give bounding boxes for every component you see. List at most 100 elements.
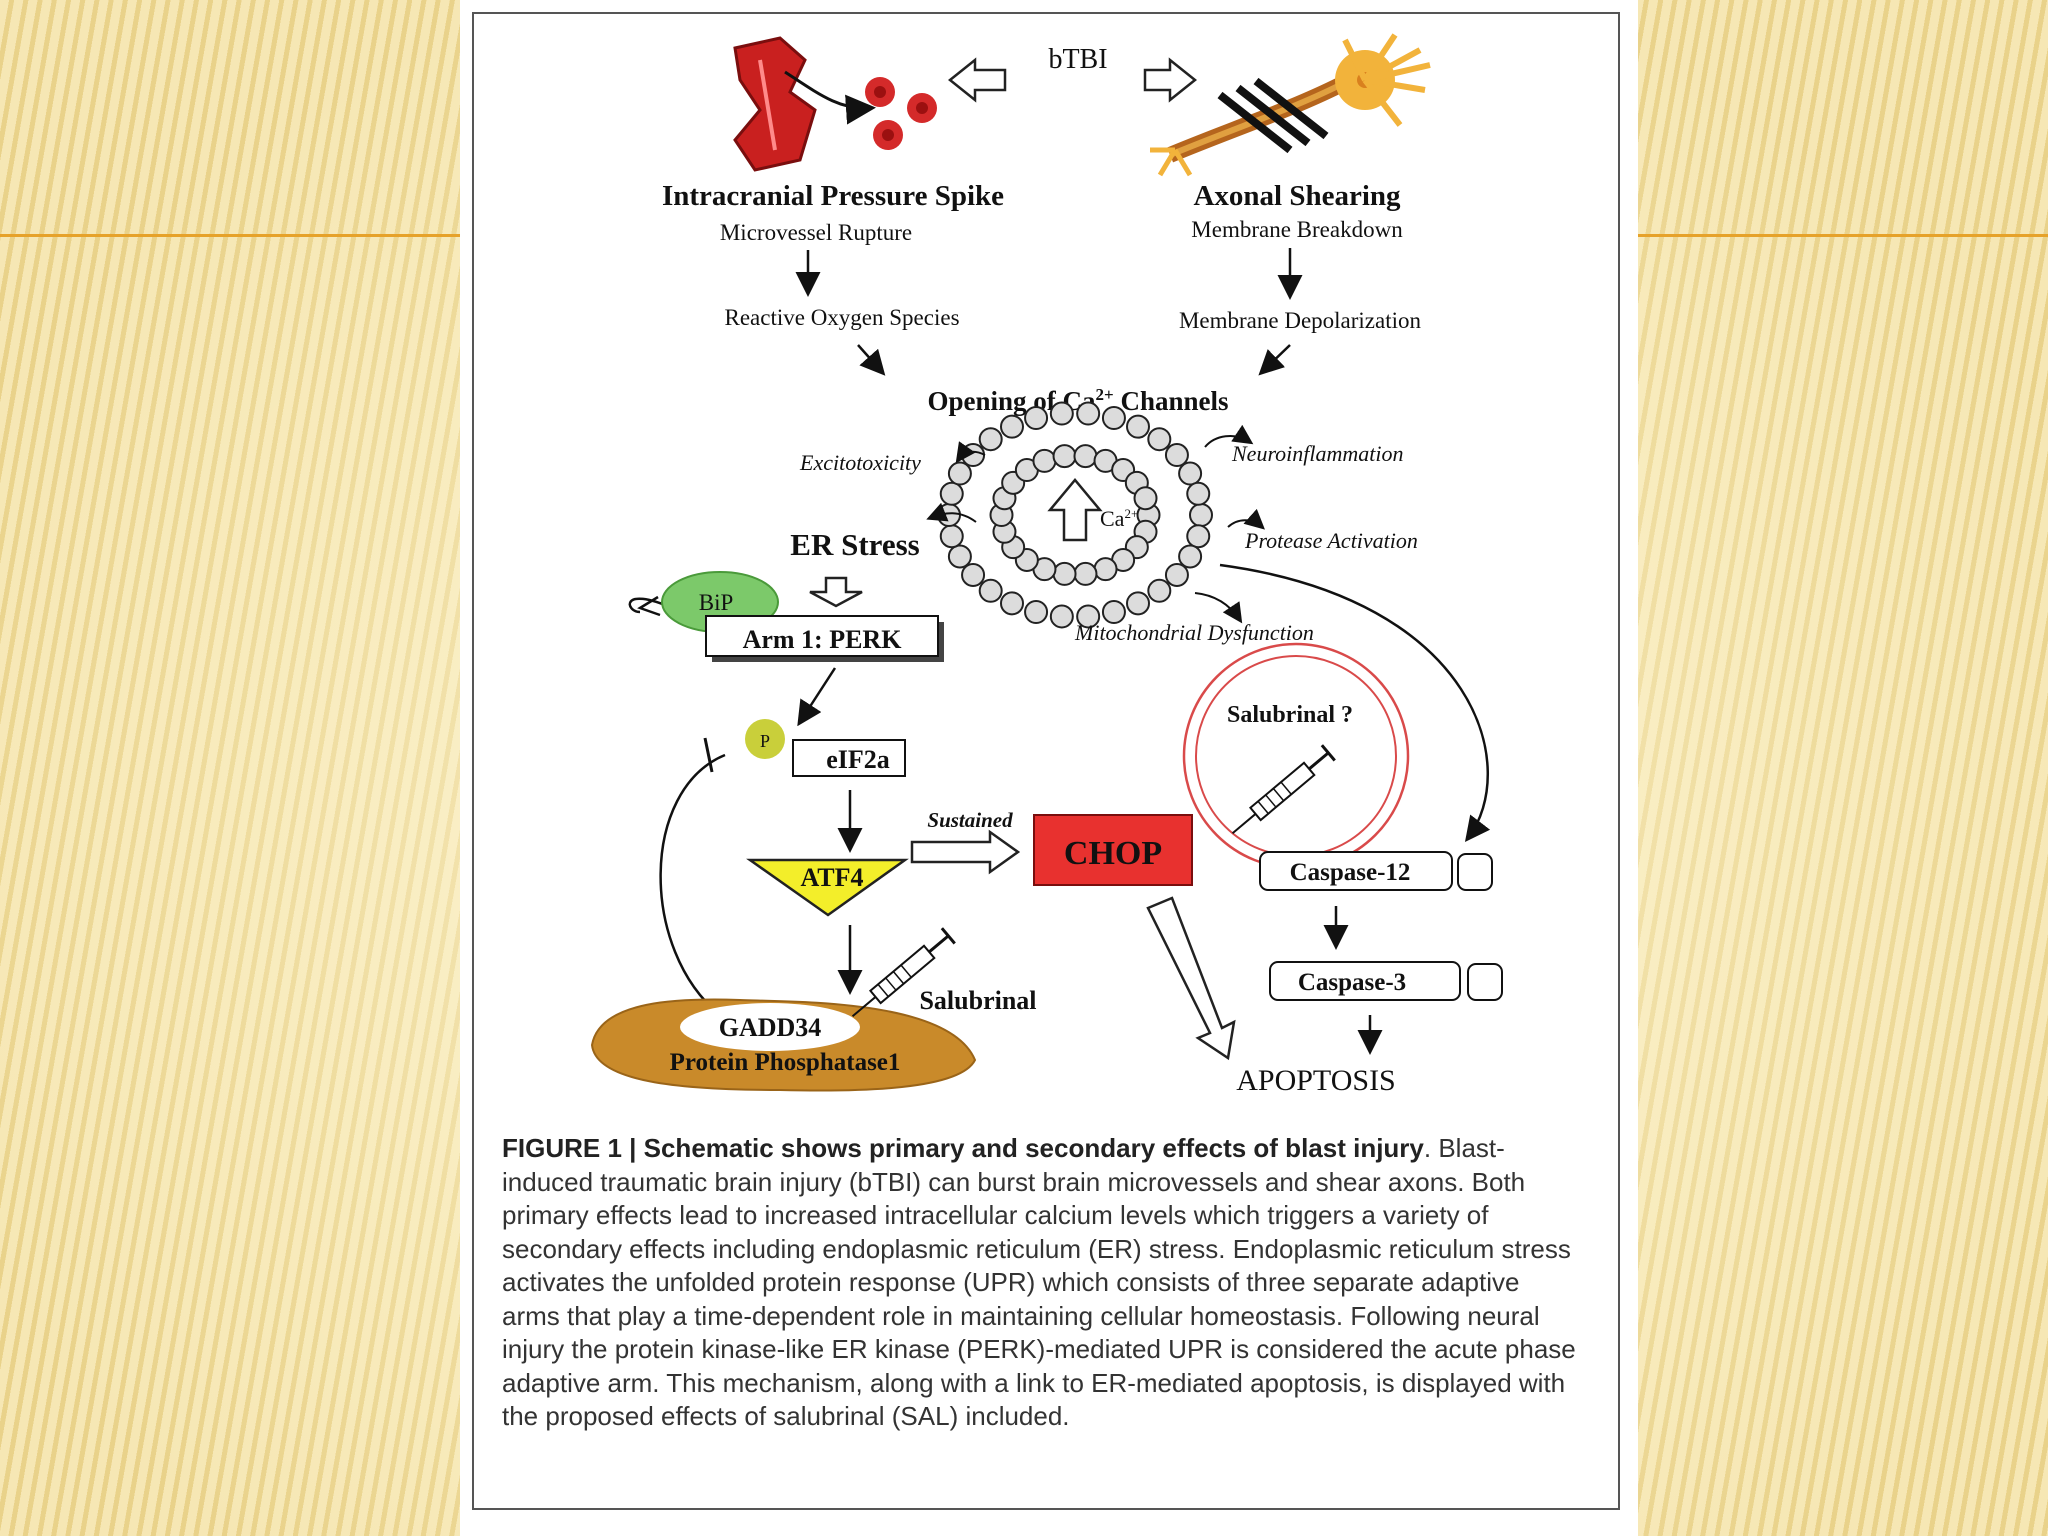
- salubrinal-ring-inner: [1195, 655, 1397, 857]
- arrow-er-stress: [926, 502, 977, 523]
- atf4-label: ATF4: [800, 863, 863, 892]
- right-branch-subtitle: Membrane Breakdown: [1191, 217, 1403, 242]
- lipid-head: [1032, 448, 1057, 473]
- bip-label: BiP: [699, 590, 734, 615]
- arrow-neuroinflammation: [1204, 424, 1254, 448]
- neuroinflammation-label: Neuroinflammation: [1231, 441, 1404, 466]
- lipid-head: [1126, 414, 1150, 439]
- depolarization-label: Membrane Depolarization: [1179, 308, 1422, 333]
- perk-box: [705, 615, 939, 657]
- blood-vessel-icon: [733, 36, 876, 172]
- caspase3-label: Caspase-3: [1298, 969, 1406, 996]
- lipid-head: [1000, 414, 1024, 439]
- phospho-circle: [745, 719, 785, 759]
- lipid-head: [1147, 427, 1172, 452]
- arrow-ros-to-ca: [857, 344, 886, 376]
- inhibition-bar: [703, 737, 714, 773]
- arrow-perk-to-eif2a: [797, 667, 837, 727]
- left-branch-subtitle: Microvessel Rupture: [720, 220, 912, 245]
- hollow-arrow-right-icon: [1143, 57, 1198, 103]
- lipid-head: [947, 461, 972, 486]
- lipid-head: [1101, 405, 1126, 430]
- protease-label: Protease Activation: [1244, 528, 1418, 553]
- arrow-depol-to-ca: [1258, 344, 1291, 376]
- sustained-arrow-icon: [910, 829, 1021, 875]
- lipid-head: [939, 524, 964, 549]
- hollow-down-arrow-icon: [809, 576, 863, 608]
- caspase12-box: [1259, 851, 1453, 891]
- caption-body: . Blast-induced traumatic brain injury (…: [502, 1133, 1576, 1431]
- caption-lead: FIGURE 1 | Schematic shows primary and s…: [502, 1133, 1424, 1163]
- right-branch-title: Axonal Shearing: [1193, 180, 1401, 212]
- lipid-head: [1076, 604, 1101, 629]
- left-branch-title: Intracranial Pressure Spike: [662, 180, 1004, 212]
- left-accent-rule: [0, 234, 460, 237]
- chop-box: [1033, 814, 1193, 886]
- salubrinal-label: Salubrinal: [919, 986, 1036, 1015]
- chop-to-apoptosis-arrow-icon: [1146, 896, 1236, 1061]
- excitotoxicity-label: Excitotoxicity: [799, 450, 921, 475]
- lipid-head: [939, 481, 964, 506]
- gadd34-pocket: [680, 1003, 860, 1051]
- caspase3-box: [1269, 961, 1461, 1001]
- lipid-head: [1178, 461, 1203, 486]
- lipid-head: [1133, 486, 1158, 511]
- figure-frame: [472, 12, 1620, 1510]
- lipid-head: [1024, 600, 1049, 625]
- perk-label: Arm 1: PERK: [743, 625, 903, 654]
- hollow-arrow-left-icon: [947, 57, 1007, 103]
- eif2a-label: eIF2a: [826, 745, 890, 774]
- up-arrow-icon: [1047, 478, 1103, 542]
- lipid-head: [1000, 591, 1024, 616]
- lipid-head: [978, 427, 1003, 452]
- lipid-head: [1052, 444, 1077, 469]
- right-accent-rule: [1638, 234, 2048, 237]
- lipid-head: [1073, 561, 1098, 586]
- lipid-head: [1186, 481, 1211, 506]
- syringe-icon: [1231, 744, 1336, 834]
- pp1-label: Protein Phosphatase1: [670, 1049, 901, 1076]
- ros-label: Reactive Oxygen Species: [724, 305, 959, 330]
- lipid-head: [1049, 604, 1074, 629]
- red-blood-cells-icon: [865, 77, 937, 150]
- lipid-head: [961, 562, 986, 587]
- salubrinal-ring-outer: [1182, 642, 1410, 870]
- lipid-head: [1126, 591, 1150, 616]
- eif2a-box: [792, 739, 906, 777]
- lipid-head: [978, 578, 1003, 603]
- figure-caption: FIGURE 1 | Schematic shows primary and s…: [502, 1132, 1582, 1434]
- lipid-head: [1164, 562, 1189, 587]
- lipid-head: [961, 443, 986, 468]
- lipid-head: [947, 544, 972, 569]
- figure-panel: [460, 0, 1638, 1536]
- atf4-triangle: [746, 858, 909, 917]
- lipid-head: [1147, 578, 1172, 603]
- mito-label: Mitochondrial Dysfunction: [1074, 620, 1314, 645]
- lipid-head: [1178, 544, 1203, 569]
- bip-cycle-arrow: [628, 597, 673, 614]
- lipid-head: [1024, 405, 1049, 430]
- lipid-head: [1073, 444, 1098, 469]
- lipid-head: [1049, 401, 1074, 426]
- salubrinal-question-label: Salubrinal ?: [1227, 702, 1353, 728]
- arrow-excitotoxicity: [955, 441, 986, 464]
- caspase12-label: Caspase-12: [1290, 859, 1411, 886]
- arrow-protease: [1227, 508, 1265, 530]
- lipid-head: [1164, 443, 1189, 468]
- er-stress-label: ER Stress: [790, 527, 919, 562]
- lipid-head: [1052, 561, 1077, 586]
- syringe-icon-2: [851, 927, 956, 1017]
- chop-label: CHOP: [1064, 835, 1162, 872]
- lipid-head: [1189, 503, 1213, 527]
- gadd34-feedback-arrow: [659, 753, 726, 1016]
- btbi-label: bTBI: [1048, 44, 1107, 75]
- lipid-head: [1101, 600, 1126, 625]
- apoptosis-label: APOPTOSIS: [1236, 1064, 1396, 1097]
- calcium-vesicle: Ca2+: [937, 401, 1213, 629]
- arrow-mito: [1194, 592, 1243, 624]
- phospho-label: P: [760, 731, 770, 751]
- neuron-icon: [1150, 33, 1431, 177]
- gadd34-label: GADD34: [719, 1013, 822, 1042]
- caspase3-fragment: [1467, 963, 1503, 1001]
